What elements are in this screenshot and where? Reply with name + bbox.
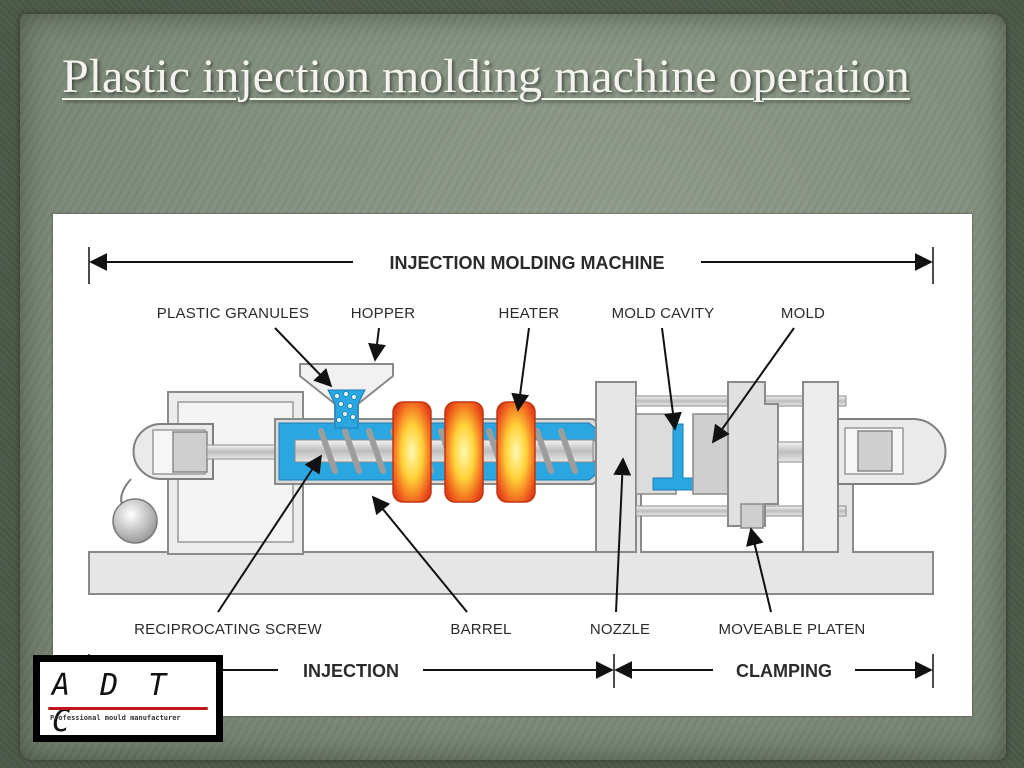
label-barrel: BARREL [450,621,511,638]
header-dimension: INJECTION MOLDING MACHINE [88,247,934,284]
logo-tagline: Professional mould manufacturer [50,714,181,722]
adtc-logo: A D T C Professional mould manufacturer [33,655,223,742]
header-label: INJECTION MOLDING MACHINE [389,253,664,273]
label-plastic-granules: PLASTIC GRANULES [157,305,309,322]
arrow-mold [711,327,795,444]
top-leaders [274,327,795,444]
arrow-plastic-granules [274,327,333,388]
label-mold-cavity: MOLD CAVITY [612,305,715,322]
label-mold: MOLD [781,305,825,322]
heater-band-1 [392,401,432,503]
label-reciprocating-screw: RECIPROCATING SCREW [134,621,322,638]
logo-swoosh [48,707,208,710]
bottom-leaders [217,454,772,613]
bottom-labels: RECIPROCATING SCREW BARREL NOZZLE MOVEAB… [134,621,865,638]
heater-bands [392,401,536,503]
section-clamping: CLAMPING [736,661,832,681]
heater-band-2 [444,401,484,503]
arrow-moveable-platen [746,527,772,613]
label-hopper: HOPPER [351,305,416,322]
label-heater: HEATER [499,305,560,322]
top-labels: PLASTIC GRANULES HOPPER HEATER MOLD CAVI… [157,305,825,322]
label-moveable-platen: MOVEABLE PLATEN [719,621,866,638]
label-nozzle: NOZZLE [590,621,650,638]
logo-panel: A D T C Professional mould manufacturer [40,662,216,739]
arrow-mold-cavity [661,327,682,431]
section-injection: INJECTION [303,661,399,681]
bottom-dimensions: INJECTION CLAMPING [88,654,934,688]
arrow-heater [511,327,530,412]
heater-band-3 [496,401,536,503]
clamping-unit [595,381,947,553]
diagram-svg: INJECTION MOLDING MACHINE [88,247,947,688]
injection-molding-diagram: INJECTION MOLDING MACHINE [53,214,972,716]
arrow-barrel [371,495,468,613]
arrow-reciprocating-screw [217,454,322,613]
arrow-nozzle [613,457,632,613]
arrow-hopper [368,327,386,362]
slide-title: Plastic injection molding machine operat… [62,50,910,103]
logo-text: A D T C [52,668,173,739]
